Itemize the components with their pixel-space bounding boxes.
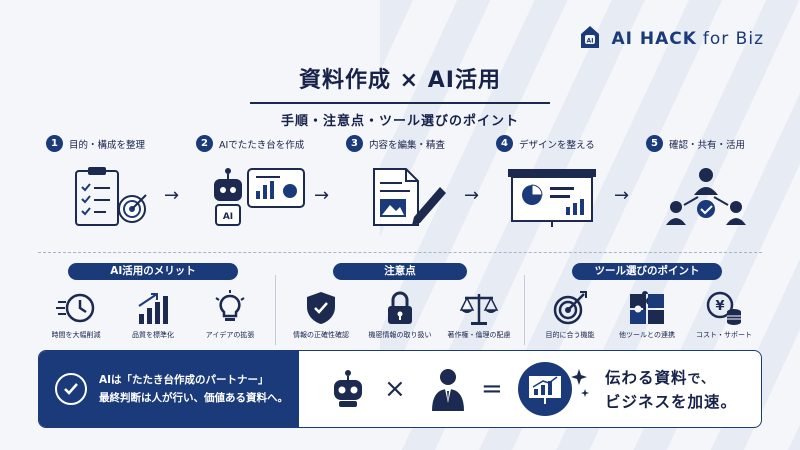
equals-sign: =	[481, 374, 503, 404]
steps-row: 1 目的・構成を整理 →	[40, 135, 770, 235]
businessperson-icon	[431, 351, 465, 427]
step-2: 2 AIでたたき台を作成 AI	[196, 135, 326, 226]
caution-item: 情報の正確性確認	[283, 288, 359, 340]
step-number: 4	[496, 135, 513, 152]
target-icon	[532, 288, 608, 328]
tool-point-item: ¥ コスト・サポート	[686, 288, 762, 340]
arrow-right-icon: →	[614, 185, 630, 206]
caution-item: 著作権・倫理の配慮	[441, 288, 517, 340]
merit-item: 時間を大幅削減	[38, 288, 114, 340]
caution-label: 情報の正確性確認	[293, 331, 349, 339]
group-separator	[524, 275, 525, 345]
caution-label: 著作権・倫理の配慮	[447, 331, 511, 339]
caution-item: 機密情報の取り扱い	[362, 288, 438, 340]
step-3: 3 内容を編集・精査	[346, 135, 476, 226]
title-block: 資料作成 × AI活用 手順・注意点・ツール選びのポイント	[0, 62, 800, 129]
summary-message: AIは「たたき台作成のパートナー」 最終判断は人が行い、価値ある資料へ。	[39, 351, 299, 427]
presentation-growth-icon	[515, 351, 591, 427]
tool-point-label: コスト・サポート	[696, 331, 752, 339]
arrow-right-icon: →	[164, 185, 180, 206]
step-5: 5 確認・共有・活用	[646, 135, 776, 225]
group-title: ツール選びのポイント	[572, 263, 722, 280]
slogan-line-2: ビジネスを加速。	[605, 393, 738, 411]
group-separator	[275, 275, 276, 345]
yen-coins-icon: ¥	[686, 288, 762, 328]
tool-point-label: 他ツールとの連携	[619, 331, 675, 339]
slogan-particle: で、	[687, 372, 715, 387]
caution-label: 機密情報の取り扱い	[368, 331, 432, 339]
group-title: 注意点	[333, 263, 467, 280]
document-edit-icon	[368, 165, 448, 233]
page-subtitle: 手順・注意点・ツール選びのポイント	[280, 114, 519, 129]
brand-suffix: for Biz	[702, 29, 764, 49]
robot-label: AI	[223, 212, 233, 222]
robot-icon	[329, 351, 367, 427]
summary-line-2: 最終判断は人が行い、価値ある資料へ。	[99, 392, 288, 404]
step-label: 内容を編集・精査	[369, 139, 446, 151]
title-divider	[250, 102, 550, 104]
scales-icon	[441, 288, 517, 328]
tool-point-item: 他ツールとの連携	[609, 288, 685, 340]
arrow-right-icon: →	[464, 185, 480, 206]
merit-label: 品質を標準化	[132, 331, 174, 339]
shield-check-icon	[283, 288, 359, 328]
step-1: 1 目的・構成を整理	[46, 135, 176, 226]
step-label: 確認・共有・活用	[669, 139, 746, 151]
checklist-target-icon	[72, 165, 150, 233]
multiply-sign: ×	[384, 374, 406, 404]
presentation-chart-icon	[506, 165, 602, 233]
page-title: 資料作成 × AI活用	[299, 68, 501, 93]
step-number: 5	[646, 135, 663, 152]
hacker-hood-icon: AI	[577, 24, 603, 54]
growth-bars-icon	[115, 288, 191, 328]
group-tool-points: ツール選びのポイント 目的に合う機能	[532, 263, 762, 340]
tool-point-item: 目的に合う機能	[532, 288, 608, 340]
step-number: 3	[346, 135, 363, 152]
svg-text:¥: ¥	[715, 299, 724, 314]
lock-icon	[362, 288, 438, 328]
step-label: 目的・構成を整理	[69, 139, 146, 151]
merit-item: 品質を標準化	[115, 288, 191, 340]
merit-label: アイデアの拡張	[205, 331, 255, 339]
lightbulb-icon	[192, 288, 268, 328]
summary-line-1: AIは「たたき台作成のパートナー」	[99, 374, 269, 386]
brand-icon-letters: AI	[587, 38, 594, 45]
section-divider	[38, 252, 762, 253]
merit-item: アイデアの拡張	[192, 288, 268, 340]
group-merits: AI活用のメリット 時間を大幅削減	[38, 263, 268, 340]
sparkle-icon	[571, 369, 587, 385]
step-number: 1	[46, 135, 63, 152]
brand-name-text: AI HACK	[611, 29, 697, 49]
team-share-icon	[662, 165, 752, 233]
step-4: 4 デザインを整える	[496, 135, 626, 227]
tool-point-label: 目的に合う機能	[545, 331, 595, 339]
slogan: 伝わる資料で、 ビジネスを加速。	[605, 367, 737, 413]
arrow-right-icon: →	[314, 185, 330, 206]
puzzle-icon	[609, 288, 685, 328]
step-number: 2	[196, 135, 213, 152]
check-circle-icon	[55, 373, 87, 405]
group-cautions: 注意点 情報の正確性確認	[283, 263, 517, 340]
ai-robot-slide-icon: AI	[208, 165, 308, 233]
slogan-emphasis: 伝わる資料	[605, 369, 688, 387]
step-label: AIでたたき台を作成	[219, 139, 305, 151]
step-label: デザインを整える	[519, 139, 595, 151]
fast-clock-icon	[38, 288, 114, 328]
merit-label: 時間を大幅削減	[51, 331, 101, 339]
summary-banner: AIは「たたき台作成のパートナー」 最終判断は人が行い、価値ある資料へ。 ×	[38, 350, 762, 428]
group-title: AI活用のメリット	[68, 263, 238, 280]
